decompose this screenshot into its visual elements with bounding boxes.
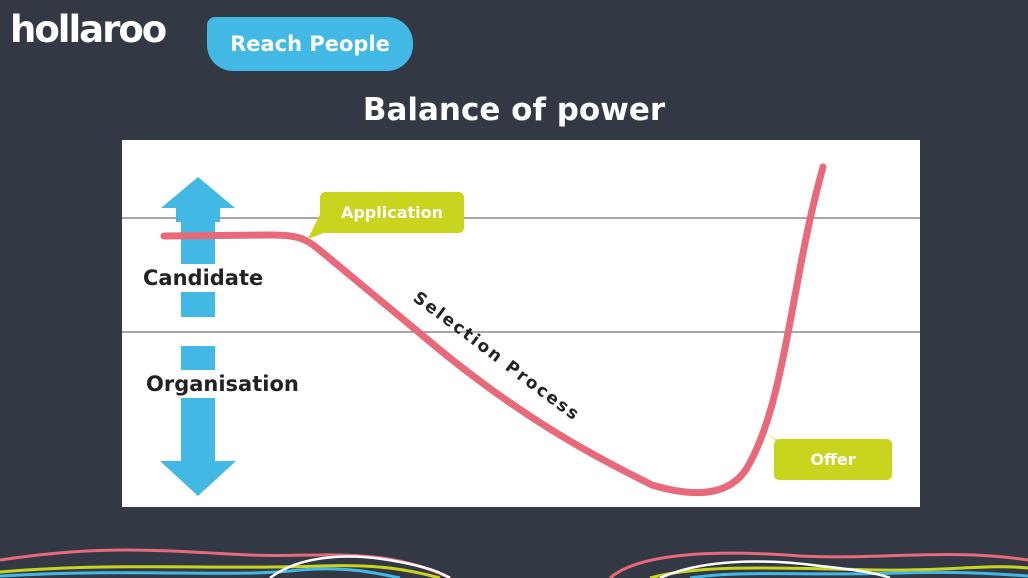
offer-callout: Offer <box>774 439 892 480</box>
up-arrow-icon <box>161 177 235 317</box>
organisation-label: Organisation <box>144 370 301 398</box>
application-callout: Application <box>320 192 464 233</box>
candidate-label: Candidate <box>141 264 266 292</box>
hollaroo-logo: hollaroo <box>10 8 167 51</box>
reach-people-badge: Reach People <box>207 17 413 71</box>
diagram-panel: Selection Process Candidate Organisation… <box>122 140 920 507</box>
down-arrow-icon <box>160 346 236 496</box>
decorative-wires <box>0 548 1028 578</box>
power-curve <box>160 163 827 497</box>
selection-process-label: Selection Process <box>409 288 584 426</box>
page-title: Balance of power <box>362 92 666 128</box>
diagram-canvas: Selection Process <box>122 163 920 497</box>
